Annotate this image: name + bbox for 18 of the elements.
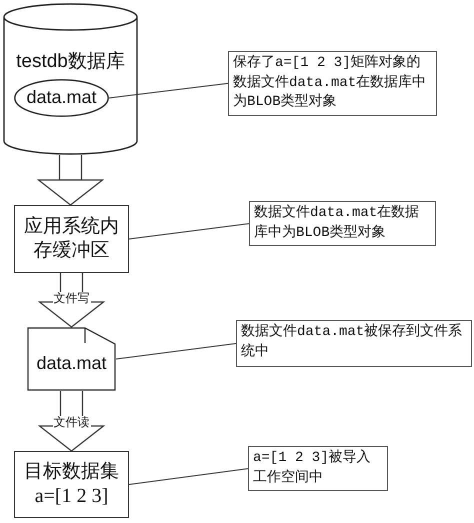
process-box: 应用系统内存缓冲区 — [14, 205, 129, 273]
note-box: a=[1 2 3]被导入工作空间中 — [248, 446, 388, 492]
note-box: 数据文件data.mat在数据库中为BLOB类型对象 — [249, 201, 436, 246]
process-box — [14, 451, 129, 518]
note-box: 数据文件data.mat被保存到文件系统中 — [236, 320, 472, 367]
edge-label: 文件读 — [52, 416, 90, 428]
leader-line — [128, 468, 248, 485]
leader-line — [128, 223, 250, 240]
heading-text: 目标数据集 — [24, 460, 119, 484]
block-arrow — [38, 154, 104, 206]
leader-line — [108, 82, 228, 98]
ellipse-node: data.mat — [14, 79, 109, 117]
edge-label: 文件写 — [52, 292, 90, 304]
leader-line — [116, 343, 236, 360]
cylinder-label: testdb数据库 — [15, 51, 126, 74]
note-box: 保存了a=[1 2 3]矩阵对象的数据文件data.mat在数据库中为BLOB类型对象 — [228, 51, 437, 116]
value-text: a=[1 2 3] — [34, 484, 108, 509]
database-cylinder — [3, 3, 138, 155]
